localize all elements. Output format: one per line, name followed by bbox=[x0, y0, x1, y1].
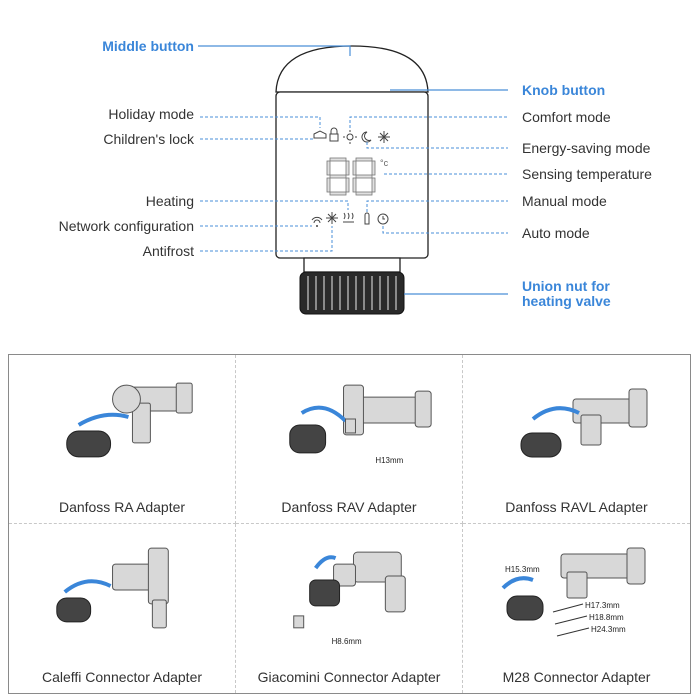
dimension-label: H15.3mm bbox=[505, 565, 540, 574]
energy-saving-mode-icon bbox=[361, 131, 372, 143]
union-nut-label-line2: heating valve bbox=[522, 293, 611, 309]
adapter-caption: Danfoss RAVL Adapter bbox=[505, 499, 648, 515]
adapter-caption: Danfoss RAV Adapter bbox=[281, 499, 417, 515]
adapter-cell-giacomini: H8.6mm Giacomini Connector Adapter bbox=[236, 524, 463, 693]
comfort-mode-label: Comfort mode bbox=[522, 109, 611, 125]
adapter-grid: Danfoss RA Adapter H13mm Danfoss RAV Ada… bbox=[8, 354, 691, 694]
thermostat-body bbox=[275, 45, 429, 315]
heating-label: Heating bbox=[146, 193, 194, 209]
digit-display: °c bbox=[326, 157, 389, 196]
dimension-label: H24.3mm bbox=[591, 625, 626, 634]
adapter-cell-m28: H15.3mm H17.3mm H18.8mm H24.3mm M28 Conn… bbox=[463, 524, 690, 693]
dimension-label: H18.8mm bbox=[589, 613, 624, 622]
adapter-caption: M28 Connector Adapter bbox=[502, 669, 651, 685]
danfoss-rav-illustration: H13mm bbox=[289, 384, 432, 465]
thermostat-diagram: °c Middle button Knob button Holiday mod… bbox=[59, 38, 652, 315]
adapter-cell-caleffi: Caleffi Connector Adapter bbox=[9, 524, 236, 693]
holiday-mode-icon bbox=[313, 130, 327, 139]
antifrost-icon bbox=[326, 212, 338, 224]
union-nut-label-line1: Union nut for bbox=[522, 278, 610, 294]
network-configuration-icon bbox=[311, 216, 323, 227]
temperature-unit: °c bbox=[380, 158, 389, 168]
energy-saving-mode-label: Energy-saving mode bbox=[522, 140, 651, 156]
giacomini-illustration: H8.6mm bbox=[293, 551, 406, 646]
adapter-cell-danfoss-rav: H13mm Danfoss RAV Adapter bbox=[236, 355, 463, 524]
snowflake-icon bbox=[378, 131, 390, 143]
childrens-lock-label: Children's lock bbox=[103, 131, 195, 147]
auto-mode-icon bbox=[377, 213, 389, 225]
m28-illustration: H15.3mm H17.3mm H18.8mm H24.3mm bbox=[501, 547, 646, 637]
heating-icon bbox=[343, 212, 354, 223]
adapter-cell-danfoss-ra: Danfoss RA Adapter bbox=[9, 355, 236, 524]
knob-button-label: Knob button bbox=[522, 82, 605, 98]
network-configuration-label: Network configuration bbox=[59, 218, 194, 234]
middle-button-label: Middle button bbox=[102, 38, 194, 54]
adapter-caption: Giacomini Connector Adapter bbox=[257, 669, 441, 685]
manual-mode-label: Manual mode bbox=[522, 193, 607, 209]
danfoss-ravl-illustration bbox=[520, 388, 648, 458]
dimension-label: H8.6mm bbox=[332, 637, 362, 646]
dimension-label: H17.3mm bbox=[585, 601, 620, 610]
adapter-cell-danfoss-ravl: Danfoss RAVL Adapter bbox=[463, 355, 690, 524]
childrens-lock-icon bbox=[329, 127, 339, 142]
adapter-caption: Caleffi Connector Adapter bbox=[41, 669, 203, 685]
comfort-mode-icon bbox=[343, 130, 357, 144]
auto-mode-label: Auto mode bbox=[522, 225, 590, 241]
holiday-mode-label: Holiday mode bbox=[108, 106, 194, 122]
dimension-label: H13mm bbox=[375, 456, 403, 465]
caleffi-illustration bbox=[56, 547, 169, 629]
adapter-caption: Danfoss RA Adapter bbox=[58, 499, 186, 515]
antifrost-label: Antifrost bbox=[143, 243, 194, 259]
manual-mode-icon bbox=[364, 212, 370, 225]
sensing-temperature-label: Sensing temperature bbox=[522, 166, 652, 182]
danfoss-ra-illustration bbox=[66, 382, 193, 458]
